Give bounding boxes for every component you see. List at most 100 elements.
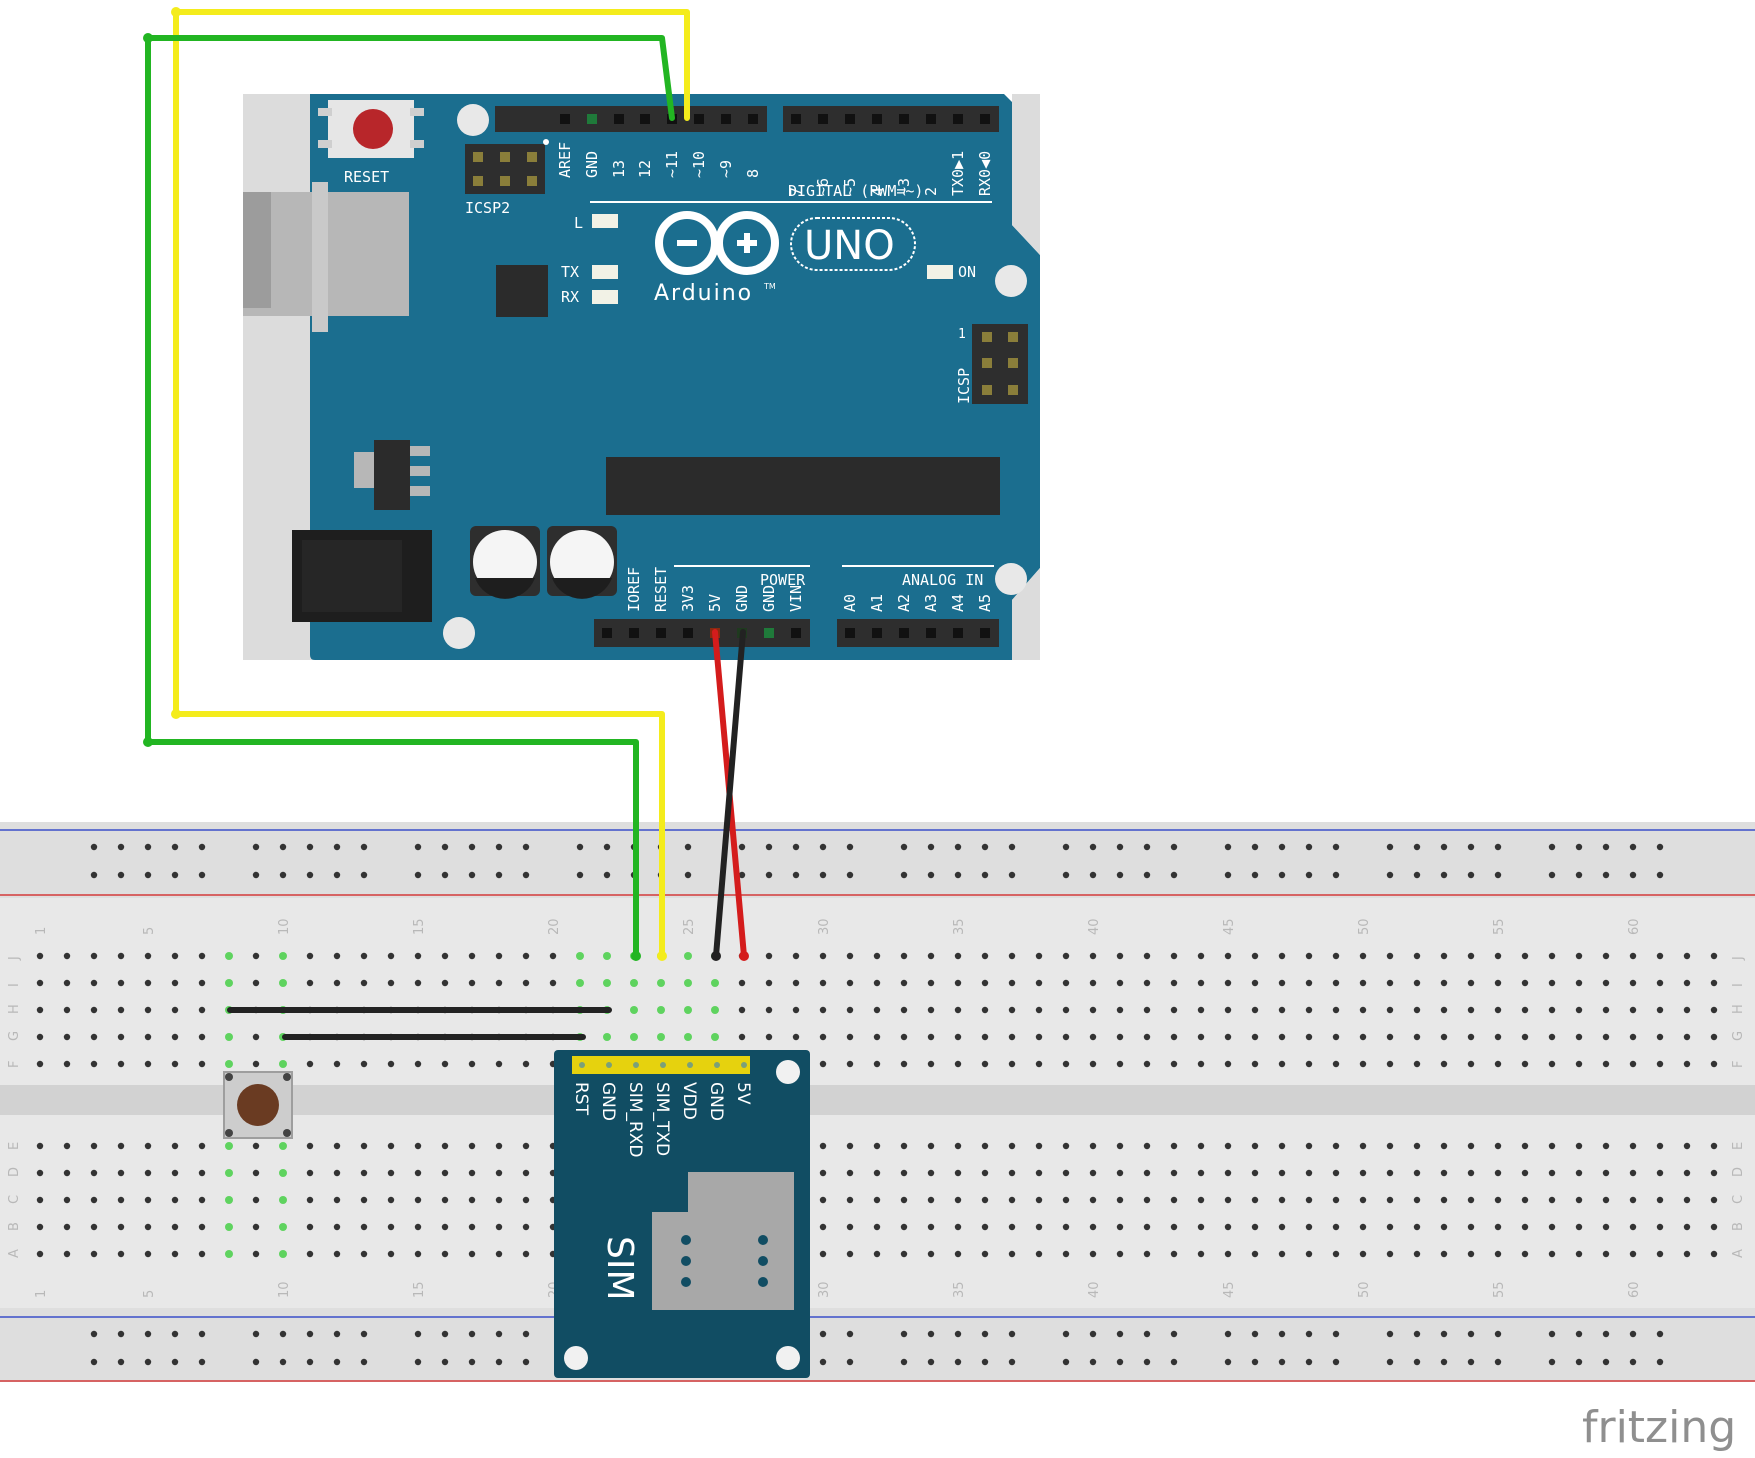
rail-hole xyxy=(576,871,584,879)
rail-hole xyxy=(1062,1358,1070,1366)
rail-hole xyxy=(1224,1358,1232,1366)
breadboard-hole xyxy=(1062,1223,1070,1231)
rail-hole xyxy=(1305,1330,1313,1338)
rail-hole xyxy=(1413,871,1421,879)
row-letter: A xyxy=(7,1249,22,1258)
digital-pin-label: 13 xyxy=(610,160,628,178)
breadboard-hole xyxy=(495,1169,503,1177)
column-number: 50 xyxy=(1357,1281,1372,1298)
breadboard-hole xyxy=(1602,1196,1610,1204)
breadboard-hole xyxy=(819,1250,827,1258)
breadboard-hole xyxy=(1305,1060,1313,1068)
column-number: 10 xyxy=(277,1281,292,1298)
breadboard-hole xyxy=(1089,1196,1097,1204)
digital-pin-label: AREF xyxy=(556,142,574,178)
breadboard-hole xyxy=(1008,1006,1016,1014)
breadboard-hole xyxy=(63,1250,71,1258)
rail-hole xyxy=(306,843,314,851)
breadboard-hole xyxy=(1278,979,1286,987)
breadboard-hole xyxy=(306,1060,314,1068)
breadboard-hole xyxy=(1035,1033,1043,1041)
icsp2-pin xyxy=(500,152,510,162)
rail-hole xyxy=(1548,871,1556,879)
breadboard-hole xyxy=(873,1196,881,1204)
rail-hole xyxy=(1116,871,1124,879)
breadboard-hole xyxy=(1440,1033,1448,1041)
breadboard-hole xyxy=(1467,952,1475,960)
row-letter: B xyxy=(7,1222,22,1231)
breadboard-hole xyxy=(900,952,908,960)
breadboard-hole xyxy=(1305,1250,1313,1258)
header-pin xyxy=(560,114,570,124)
breadboard-hole xyxy=(765,1033,773,1041)
rail-hole xyxy=(144,871,152,879)
breadboard-hole xyxy=(1305,1033,1313,1041)
rail-hole xyxy=(252,871,260,879)
rail-hole xyxy=(117,1330,125,1338)
column-number: 50 xyxy=(1357,918,1372,935)
rail-hole xyxy=(1251,843,1259,851)
breadboard-hole xyxy=(63,1142,71,1150)
rail-hole xyxy=(1089,1358,1097,1366)
breadboard-hole xyxy=(981,1250,989,1258)
rail-hole xyxy=(198,871,206,879)
rail-hole xyxy=(819,1330,827,1338)
breadboard-hole xyxy=(1089,1142,1097,1150)
breadboard-hole xyxy=(981,1006,989,1014)
column-number: 15 xyxy=(412,918,427,935)
breadboard-hole xyxy=(1278,1196,1286,1204)
breadboard-hole xyxy=(846,1223,854,1231)
breadboard-hole xyxy=(1386,1142,1394,1150)
breadboard-hole xyxy=(1332,952,1340,960)
rail-hole xyxy=(1656,1358,1664,1366)
rail-hole xyxy=(1467,1358,1475,1366)
breadboard-hole xyxy=(603,952,611,960)
rail-hole xyxy=(684,843,692,851)
breadboard-hole xyxy=(414,1169,422,1177)
breadboard-hole xyxy=(819,1006,827,1014)
breadboard-hole xyxy=(1575,1169,1583,1177)
breadboard-hole xyxy=(414,1250,422,1258)
header-pin xyxy=(791,628,801,638)
rail-hole xyxy=(1062,871,1070,879)
breadboard-hole xyxy=(981,979,989,987)
rail-hole xyxy=(144,843,152,851)
breadboard-hole xyxy=(441,1169,449,1177)
digital-pin-label: GND xyxy=(583,151,601,178)
rail-hole xyxy=(171,871,179,879)
breadboard-hole xyxy=(1494,1196,1502,1204)
rail-hole xyxy=(1494,843,1502,851)
breadboard-hole xyxy=(1305,979,1313,987)
header-pin xyxy=(953,628,963,638)
breadboard-hole xyxy=(90,1142,98,1150)
breadboard-hole xyxy=(306,1223,314,1231)
analog-pin-label: A4 xyxy=(949,594,967,612)
breadboard-hole xyxy=(1008,1169,1016,1177)
breadboard-hole xyxy=(225,952,233,960)
breadboard-hole xyxy=(306,1196,314,1204)
rail-hole xyxy=(1386,1358,1394,1366)
breadboard-hole xyxy=(1332,1169,1340,1177)
header-pin xyxy=(587,114,597,124)
rail-hole xyxy=(1170,871,1178,879)
rail-hole xyxy=(1440,843,1448,851)
breadboard-hole xyxy=(1683,1223,1691,1231)
rail-hole xyxy=(198,1358,206,1366)
breadboard-hole xyxy=(1062,1006,1070,1014)
breadboard-hole xyxy=(1116,979,1124,987)
breadboard-hole xyxy=(117,1033,125,1041)
rail-hole xyxy=(954,1330,962,1338)
analog-header xyxy=(837,619,999,647)
breadboard-hole xyxy=(1359,1250,1367,1258)
rail-hole xyxy=(414,1358,422,1366)
rail-hole xyxy=(522,871,530,879)
rail-hole xyxy=(846,1358,854,1366)
breadboard-hole xyxy=(1575,1223,1583,1231)
reset-button: RESET xyxy=(318,100,424,186)
breadboard-hole xyxy=(1386,979,1394,987)
breadboard-hole xyxy=(819,1169,827,1177)
breadboard-hole xyxy=(468,1250,476,1258)
breadboard-hole xyxy=(441,1142,449,1150)
breadboard-hole xyxy=(954,1142,962,1150)
